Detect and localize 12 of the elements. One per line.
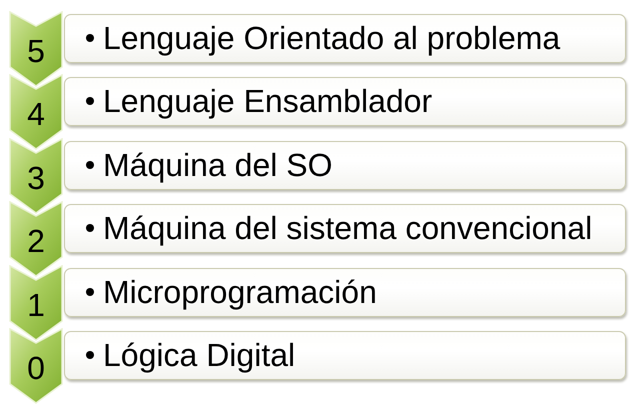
level-text: Máquina del sistema convencional — [103, 210, 592, 246]
level-number-tab: 5 — [9, 11, 63, 87]
level-text: Lógica Digital — [103, 337, 296, 373]
level-text: Máquina del SO — [103, 146, 332, 183]
level-text: Lenguaje Orientado al problema — [103, 20, 560, 56]
level-number-tab: 1 — [9, 264, 63, 341]
level-number-tab: 3 — [9, 138, 63, 214]
level-number-tab: 4 — [9, 74, 63, 150]
level-number-tab: 0 — [9, 328, 63, 404]
level-text: Lenguaje Ensamblador — [103, 83, 432, 120]
level-text: Microprogramación — [103, 274, 377, 310]
level-number-tab: 2 — [9, 201, 63, 278]
